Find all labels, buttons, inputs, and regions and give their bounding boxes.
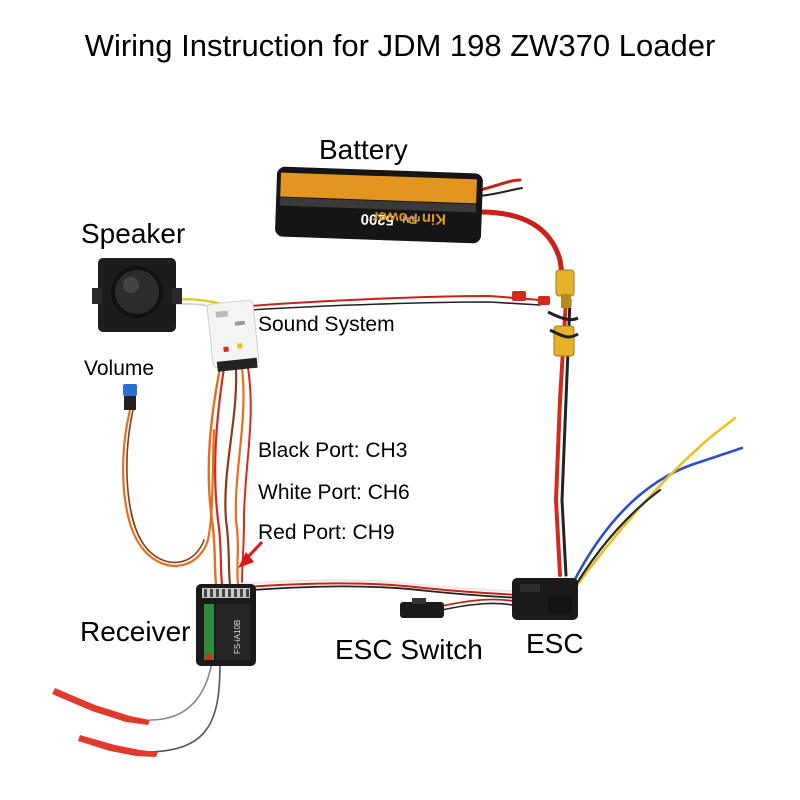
label-receiver: Receiver bbox=[80, 616, 191, 647]
esc-switch bbox=[400, 598, 444, 618]
battery-connectors bbox=[512, 269, 579, 357]
esc-switch-wires bbox=[441, 598, 519, 611]
sound-power-wires bbox=[249, 294, 541, 311]
speaker bbox=[92, 258, 182, 332]
battery-esc-wires bbox=[477, 178, 572, 577]
battery-capacity: 5200 bbox=[360, 210, 394, 228]
servo-leads bbox=[207, 366, 252, 587]
label-white-port: White Port: CH6 bbox=[258, 481, 410, 504]
volume-knob bbox=[123, 384, 137, 410]
motor-wires bbox=[566, 416, 744, 600]
battery-unit: mAh bbox=[399, 212, 420, 224]
antenna-wires bbox=[149, 661, 221, 753]
receiver-esc-wires bbox=[238, 579, 522, 599]
red-port-arrow bbox=[238, 540, 264, 568]
label-black-port: Black Port: CH3 bbox=[258, 439, 408, 462]
label-red-port: Red Port: CH9 bbox=[258, 521, 395, 544]
label-volume: Volume bbox=[84, 357, 155, 380]
volume-wire bbox=[122, 408, 216, 567]
receiver: FS-iA10B bbox=[196, 584, 256, 666]
label-battery: Battery bbox=[319, 134, 408, 165]
label-esc: ESC bbox=[526, 628, 584, 659]
label-sound-system: Sound System bbox=[258, 313, 395, 336]
label-esc-switch: ESC Switch bbox=[335, 634, 483, 665]
receiver-model: FS-iA10B bbox=[233, 620, 242, 654]
battery-brand: Kin Power bbox=[372, 208, 446, 228]
sound-system-module bbox=[206, 299, 260, 372]
page-title: Wiring Instruction for JDM 198 ZW370 Loa… bbox=[84, 28, 716, 63]
esc bbox=[512, 578, 578, 620]
label-speaker: Speaker bbox=[81, 218, 186, 249]
antenna-sleeves bbox=[52, 688, 158, 757]
battery: 5200 mAh Kin Power bbox=[275, 166, 483, 244]
